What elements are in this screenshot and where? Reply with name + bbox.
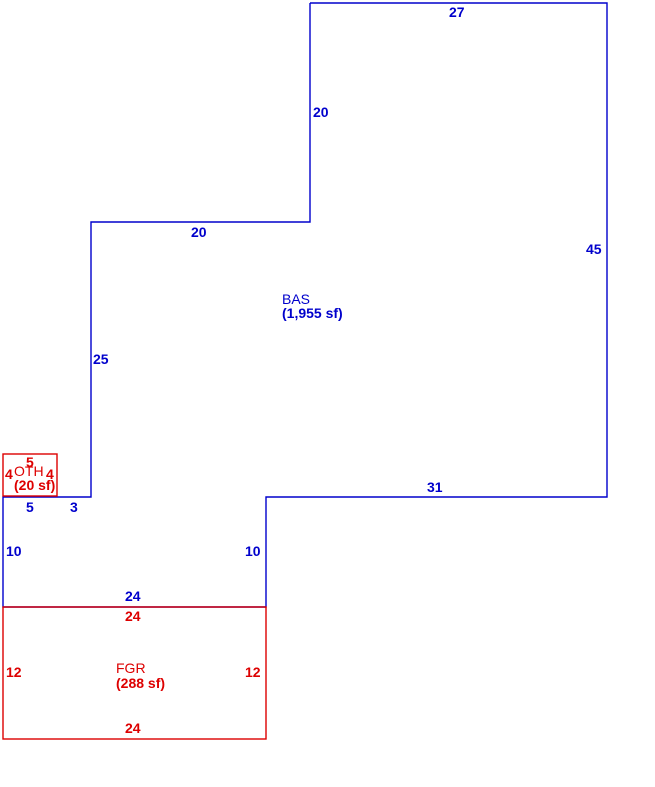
bas-dim-right: 45 bbox=[586, 241, 602, 257]
fgr-dim-left: 12 bbox=[6, 664, 22, 680]
bas-dim-ledge-b: 3 bbox=[70, 499, 78, 515]
oth-area-size: (20 sf) bbox=[14, 477, 55, 493]
fgr-area-size: (288 sf) bbox=[116, 675, 165, 691]
oth-outline bbox=[2, 453, 58, 497]
oth-dim-top: 5 bbox=[26, 454, 34, 470]
bas-dim-top: 27 bbox=[449, 4, 465, 20]
bas-dim-ledge-a: 5 bbox=[26, 499, 34, 515]
fgr-dim-top: 24 bbox=[125, 608, 141, 624]
bas-area-code: BAS bbox=[282, 291, 310, 307]
bas-area-size: (1,955 sf) bbox=[282, 305, 343, 321]
bas-dim-lower-left: 10 bbox=[6, 543, 22, 559]
fgr-area-code: FGR bbox=[116, 660, 146, 676]
bas-dim-left: 25 bbox=[93, 351, 109, 367]
oth-dim-right: 4 bbox=[46, 466, 54, 482]
fgr-dim-right: 12 bbox=[245, 664, 261, 680]
bas-dim-upper-left: 20 bbox=[313, 104, 329, 120]
fgr-outline bbox=[2, 606, 267, 740]
oth-dim-left: 4 bbox=[5, 466, 13, 482]
bas-dim-bottom: 24 bbox=[125, 588, 141, 604]
oth-area-code: OTH bbox=[14, 463, 44, 479]
bas-dim-step-top: 20 bbox=[191, 224, 207, 240]
bas-dim-lower-inner: 10 bbox=[245, 543, 261, 559]
bas-dim-bottom-right: 31 bbox=[427, 479, 443, 495]
fgr-dim-bottom: 24 bbox=[125, 720, 141, 736]
